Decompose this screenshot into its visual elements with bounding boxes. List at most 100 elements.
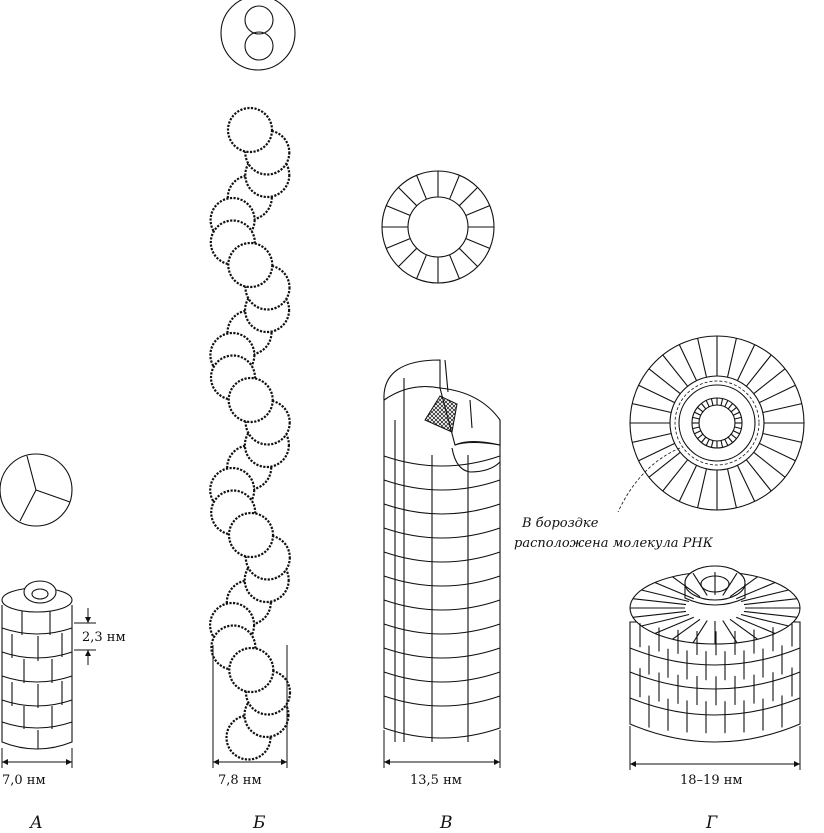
ring-segment [386, 205, 411, 217]
panel-a-letter: А [29, 813, 43, 833]
helix-subunit [226, 106, 274, 154]
tube-turn [383, 479, 501, 491]
inner-segment [692, 416, 700, 420]
disk-top-segment [654, 616, 695, 635]
disk-top-segment [735, 581, 776, 600]
panel-d-stacked-disks [629, 565, 801, 743]
tube-turn [383, 623, 501, 635]
annotation-line-2: расположена молекула РНК [514, 536, 714, 551]
disk-top-segment [632, 610, 687, 618]
disk-top-segment [641, 589, 690, 603]
inner-segment [720, 398, 724, 406]
panel-c-width-label: 13,5 нм [410, 773, 462, 788]
ring-segment [416, 175, 428, 200]
disk-segment [745, 354, 772, 387]
panel-a: 2,3 нм 7,0 нм А [0, 453, 126, 833]
ring-segment [386, 237, 411, 249]
disk-segment [678, 465, 698, 502]
disk-segment [736, 344, 756, 381]
panel-d-letter: Г [705, 813, 718, 833]
disk-top-segment [641, 613, 690, 627]
disk-segment [638, 442, 675, 462]
panel-c-letter: В [439, 813, 453, 833]
disk-top-segment [692, 572, 708, 596]
disk-segment [648, 451, 681, 478]
inner-segment [697, 433, 704, 440]
disk-segment [762, 403, 802, 414]
inner-segment [710, 398, 714, 406]
disk-segment [753, 451, 786, 478]
panel-b-top-view [220, 0, 296, 71]
panel-b-width-dimension [212, 645, 288, 768]
disk-top-segment [692, 620, 708, 644]
ring-segment [458, 247, 478, 267]
ring-segment [448, 254, 460, 279]
tube-turn [383, 551, 501, 563]
disk-segment [632, 432, 672, 443]
ring-segment [458, 187, 478, 207]
tube-turn [383, 599, 501, 611]
ring-segment [448, 175, 460, 200]
inner-segment [734, 416, 742, 420]
helix-subunit [227, 241, 274, 289]
panel-d-width-dimension [629, 726, 801, 770]
panel-a-top-view [0, 453, 73, 527]
disk-segment [759, 384, 796, 404]
inner-segment [724, 400, 729, 408]
panel-a-cylinder [1, 580, 73, 750]
disk-segment [678, 344, 698, 381]
inner-segment [697, 406, 704, 413]
annotation-line-1: В бороздке [521, 516, 599, 531]
disk-segment [726, 338, 737, 378]
disk-segment [662, 459, 689, 492]
disk-segment [662, 354, 689, 387]
tube-turn [383, 647, 501, 659]
panel-a-height-label: 2,3 нм [82, 630, 126, 645]
panel-d-width-label: 18–19 нм [680, 773, 743, 788]
disk-segment [697, 468, 708, 508]
disk-top-segment [740, 613, 789, 627]
annotation-leader-line [617, 447, 681, 513]
panel-c-width-dimension [383, 730, 501, 768]
disk-segment [638, 384, 675, 404]
disk-segment [726, 468, 737, 508]
panel-a-width-dimension [1, 748, 73, 768]
inner-segment [734, 426, 742, 430]
panel-d-top-view [629, 335, 805, 511]
inner-segment [730, 406, 737, 413]
panel-a-height-dimension [74, 608, 96, 665]
disk-top-segment [740, 589, 789, 603]
disk-segment [759, 442, 796, 462]
disk-top-segment [735, 616, 776, 635]
inner-segment [727, 436, 734, 443]
panel-b-helix [209, 106, 292, 761]
tube-turn [383, 575, 501, 587]
disk-segment [745, 459, 772, 492]
panel-a-width-label: 7,0 нм [2, 773, 46, 788]
disk-segment [762, 432, 802, 443]
panel-b-letter: Б [252, 813, 266, 833]
disk-top-segment [729, 576, 758, 598]
tube-turn [383, 455, 501, 467]
inner-segment [732, 430, 740, 435]
disk-top-segment [672, 576, 701, 598]
inner-segment [694, 430, 702, 435]
ring-segment [416, 254, 428, 279]
inner-segment [724, 438, 729, 446]
helix-subunit [227, 511, 275, 559]
inner-segment [705, 438, 710, 446]
panel-b-width-label: 7,8 нм [218, 773, 262, 788]
disk-top-segment [743, 598, 798, 606]
ring-segment [465, 237, 490, 249]
inner-segment [694, 411, 702, 416]
inner-segment [727, 403, 734, 410]
disk-segment [632, 403, 672, 414]
tube-turn [383, 503, 501, 515]
disk-segment [648, 368, 681, 395]
tube-turn [383, 671, 501, 683]
inner-segment [692, 426, 700, 430]
disk-top-segment [743, 610, 798, 618]
ring-segment [398, 187, 418, 207]
disk-top-segment [654, 581, 695, 600]
